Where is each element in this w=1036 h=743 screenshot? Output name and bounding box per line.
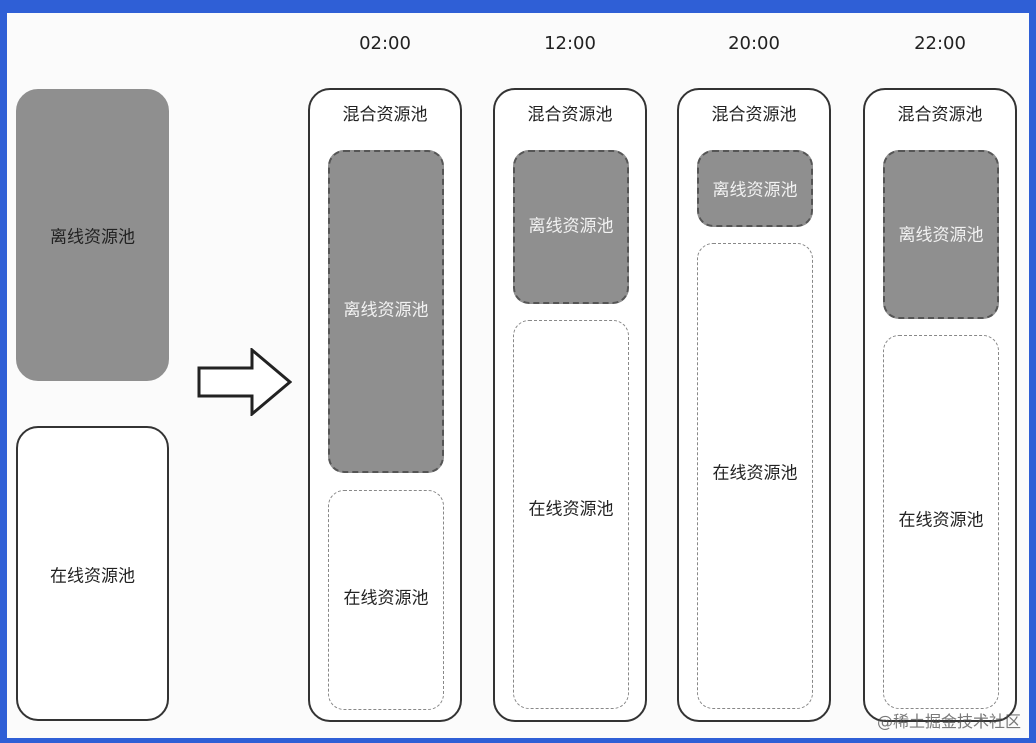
mixed-pool-column-22: 混合资源池 离线资源池 在线资源池 [863,88,1017,722]
online-pool-label: 在线资源池 [343,588,429,609]
online-pool-segment: 在线资源池 [697,243,813,709]
mixed-pool-title: 混合资源池 [527,105,613,125]
left-online-pool: 在线资源池 [16,426,169,721]
offline-pool-segment: 离线资源池 [697,150,813,227]
time-label-22: 22:00 [914,33,966,54]
right-arrow-icon [197,348,292,416]
time-label-20: 20:00 [728,33,780,54]
left-offline-pool-label: 离线资源池 [50,227,135,248]
offline-pool-label: 离线资源池 [343,300,429,321]
left-online-pool-label: 在线资源池 [50,566,135,586]
left-offline-pool: 离线资源池 [16,89,169,381]
online-pool-label: 在线资源池 [898,510,984,531]
time-label-12: 12:00 [544,33,596,54]
online-pool-label: 在线资源池 [712,463,798,484]
offline-pool-label: 离线资源池 [712,180,798,201]
mixed-pool-column-02: 混合资源池 离线资源池 在线资源池 [308,88,462,722]
online-pool-label: 在线资源池 [528,499,614,520]
mixed-pool-column-12: 混合资源池 离线资源池 在线资源池 [493,88,647,722]
mixed-pool-title: 混合资源池 [711,105,797,125]
time-label-02: 02:00 [359,33,411,54]
mixed-pool-title: 混合资源池 [342,105,428,125]
offline-pool-segment: 离线资源池 [513,150,629,304]
offline-pool-label: 离线资源池 [898,225,984,246]
offline-pool-label: 离线资源池 [528,216,614,237]
online-pool-segment: 在线资源池 [328,490,444,710]
offline-pool-segment: 离线资源池 [883,150,999,319]
mixed-pool-title: 混合资源池 [897,105,983,125]
watermark-text: @稀土掘金技术社区 [876,712,1021,731]
offline-pool-segment: 离线资源池 [328,150,444,473]
online-pool-segment: 在线资源池 [513,320,629,709]
online-pool-segment: 在线资源池 [883,335,999,709]
diagram-canvas: 离线资源池 在线资源池 02:00 12:00 20:00 22:00 混合资源… [7,13,1029,738]
mixed-pool-column-20: 混合资源池 离线资源池 在线资源池 [677,88,831,722]
